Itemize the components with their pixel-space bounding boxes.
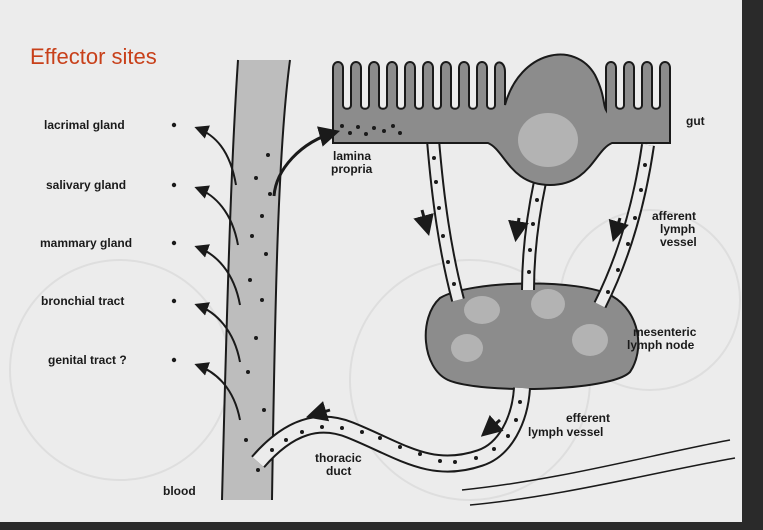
label-duct: duct xyxy=(326,464,351,478)
label-blood: blood xyxy=(163,484,196,498)
arrow-afferent-flow xyxy=(413,209,434,237)
mesenteric-lymph-node xyxy=(424,282,640,391)
lymphocyte-homing-diagram: Effector sites xyxy=(9,44,741,506)
effector-site-genital-tract: genital tract ? xyxy=(48,353,127,367)
node-follicle xyxy=(531,289,565,319)
flow-arrows xyxy=(272,126,629,437)
effector-site-mammary-gland: mammary gland xyxy=(40,236,132,250)
effector-site-bronchial-tract: bronchial tract xyxy=(41,294,124,308)
node-follicle xyxy=(464,296,500,324)
label-afferent-lymph: lymph xyxy=(660,222,695,236)
arrow-afferent-flow xyxy=(508,217,529,243)
node-follicle xyxy=(572,324,608,356)
label-mesenteric: mesenteric xyxy=(633,325,697,339)
label-lamina: lamina xyxy=(333,149,371,163)
gut-wall xyxy=(332,53,671,187)
label-thoracic: thoracic xyxy=(315,451,362,465)
effector-site-lacrimal-gland: lacrimal gland xyxy=(44,118,125,132)
peyers-patch-follicle xyxy=(518,113,578,167)
arrow-afferent-flow xyxy=(608,217,629,243)
effector-arrows xyxy=(194,125,241,421)
label-propria: propria xyxy=(331,162,373,176)
effector-site-salivary-gland: salivary gland xyxy=(46,178,126,192)
background-curve xyxy=(461,439,736,506)
arrow-duct-flow xyxy=(305,401,331,422)
diagram-title: Effector sites xyxy=(30,44,157,69)
effector-site-list: lacrimal gland salivary gland mammary gl… xyxy=(40,118,177,367)
blood-vessel xyxy=(221,59,291,501)
arrow-efferent-flow xyxy=(480,415,504,437)
thoracic-duct xyxy=(251,387,531,473)
label-afferent-vessel: vessel xyxy=(660,235,697,249)
afferent-lymph-vessels xyxy=(426,139,655,309)
label-gut: gut xyxy=(686,114,705,128)
label-efferent-lymph-vessel: lymph vessel xyxy=(528,425,603,439)
node-follicle xyxy=(451,334,483,362)
label-lymph-node: lymph node xyxy=(627,338,695,352)
label-afferent: afferent xyxy=(652,209,696,223)
arrow-to-lamina-propria xyxy=(272,126,341,197)
diagram-canvas: Effector sites xyxy=(0,0,742,522)
label-efferent: efferent xyxy=(566,411,610,425)
lamina-propria-cells xyxy=(340,124,402,136)
